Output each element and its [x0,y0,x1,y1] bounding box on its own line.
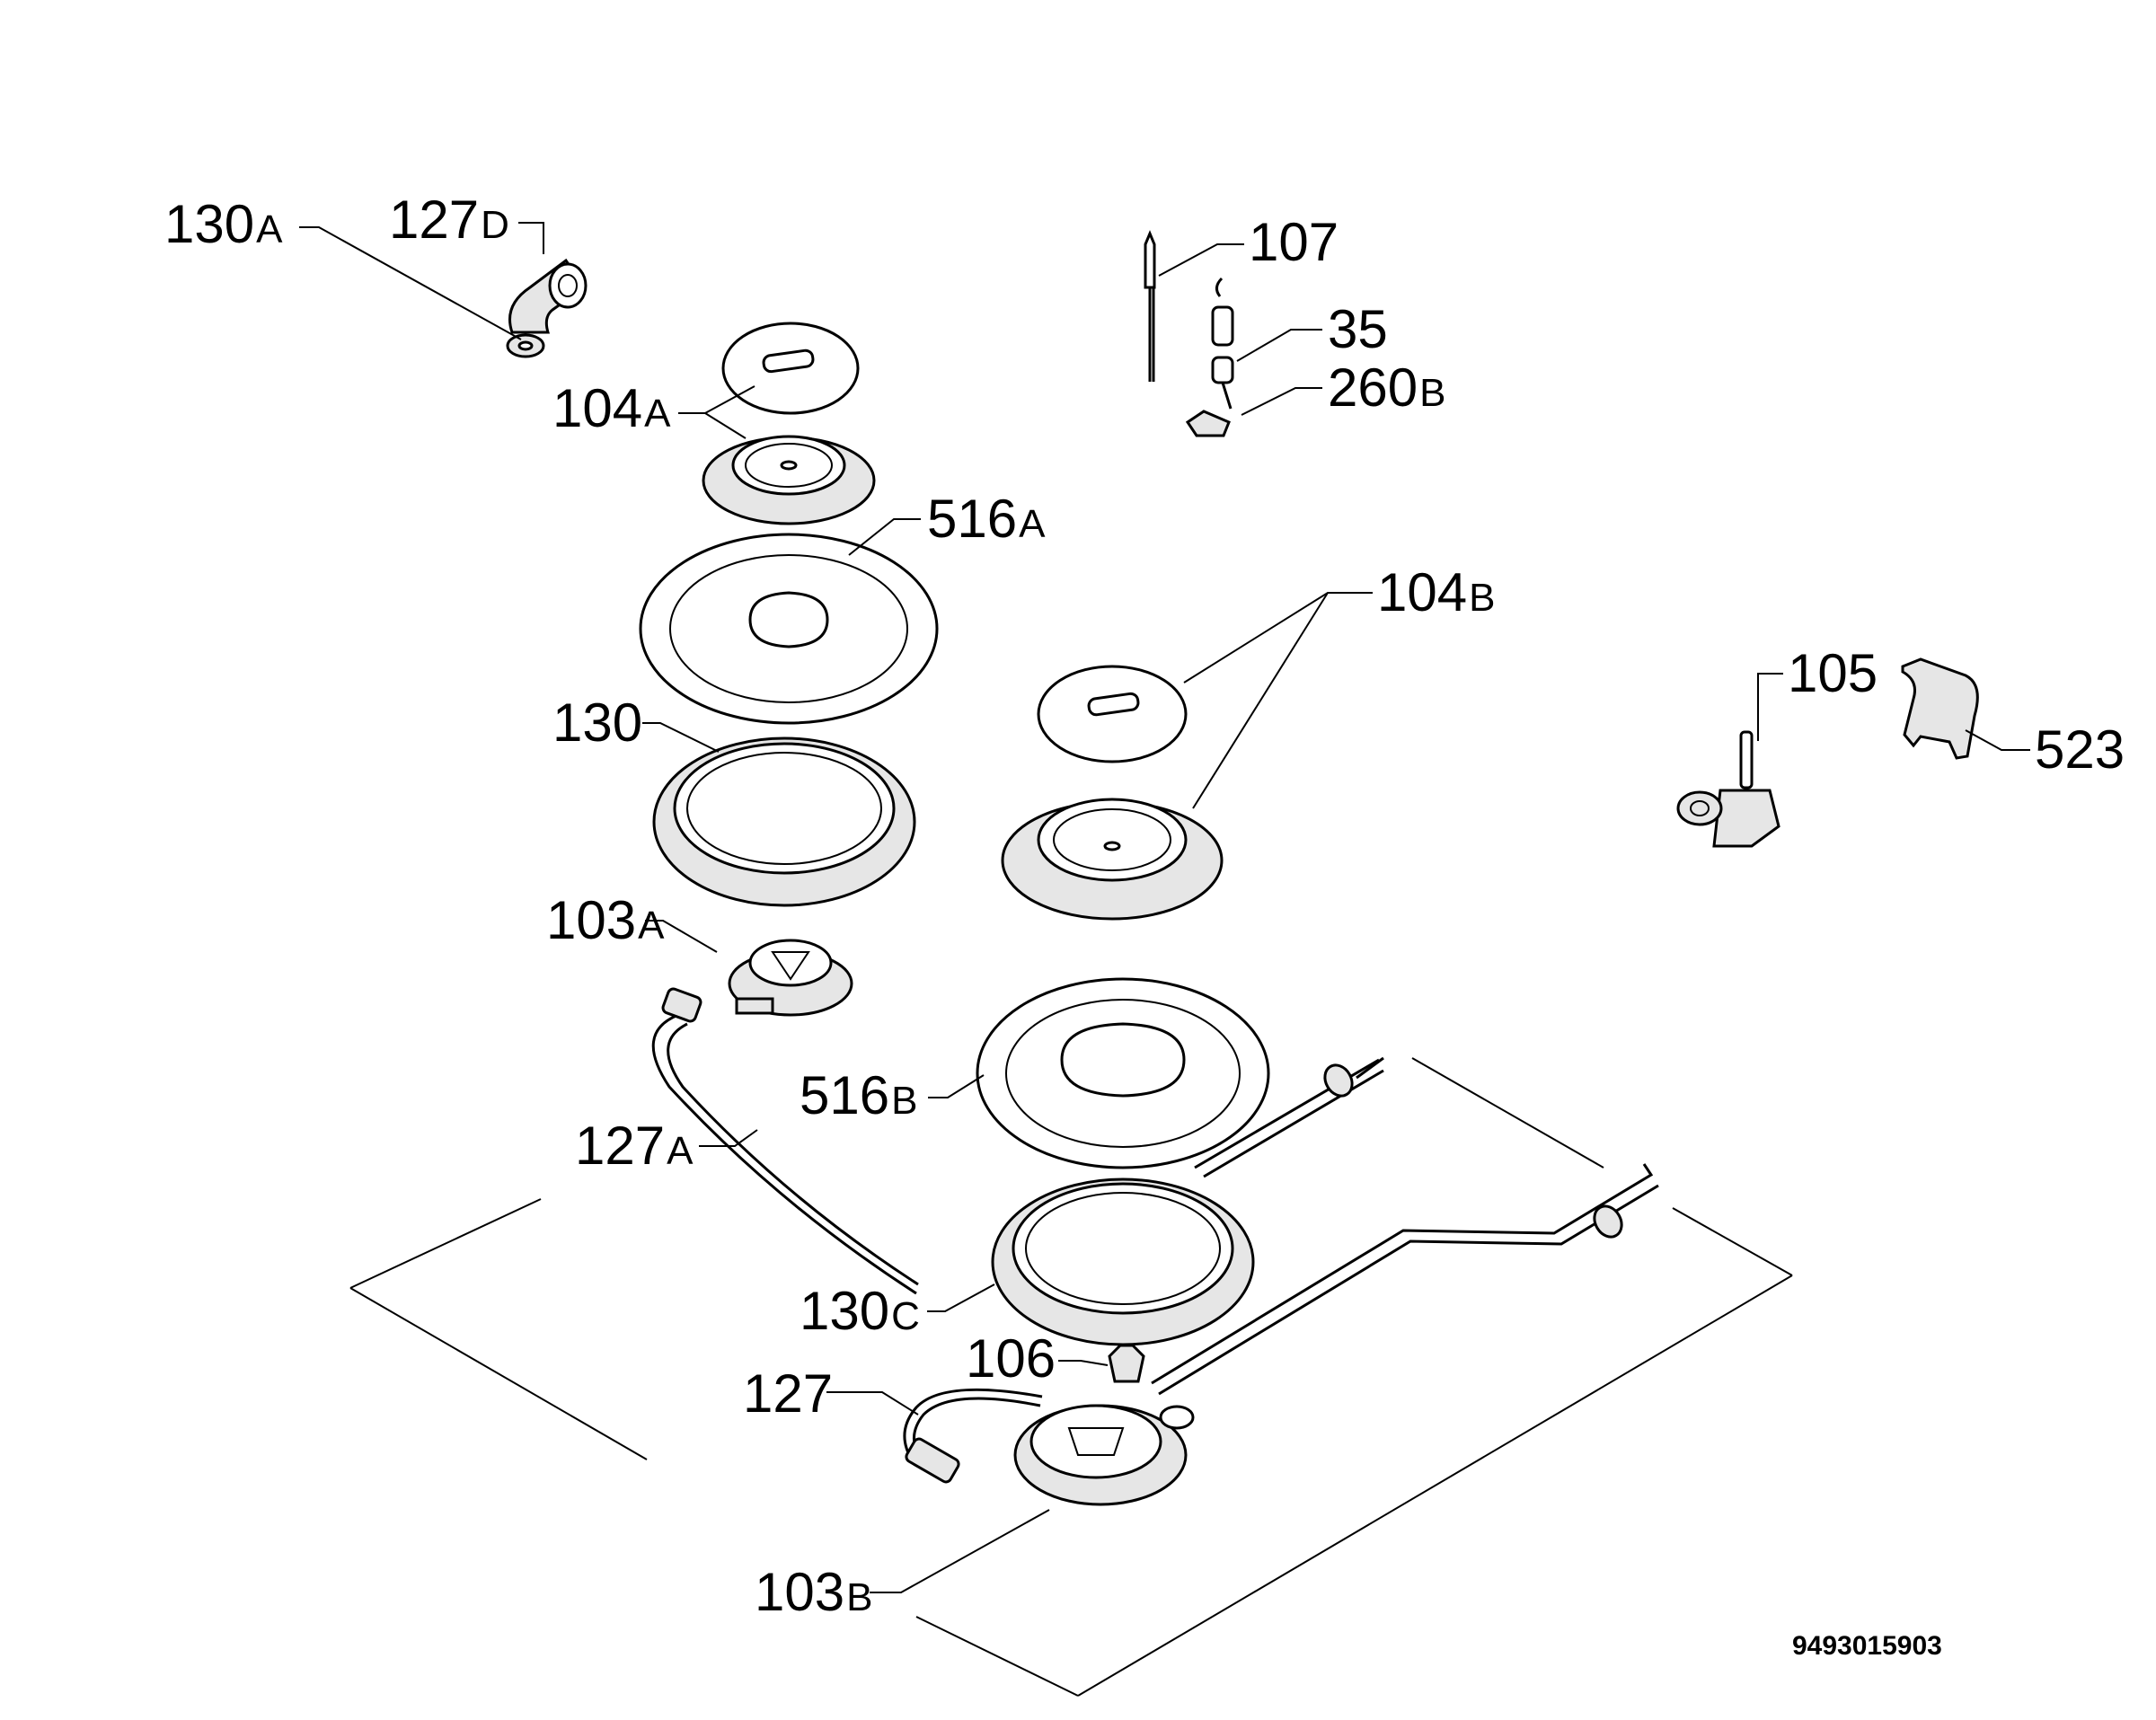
part-523-bracket [1901,657,1979,760]
callout-104b: 104B [1377,562,1495,622]
part-104a-burner-cap [721,322,860,415]
part-516b-burner-cover [976,977,1270,1169]
label-number: 127 [575,1116,665,1176]
label-suffix: B [846,1575,872,1619]
part-104b-burner-cap [1037,665,1188,763]
label-number: 103 [755,1562,844,1622]
svg-text:130: 130 [552,692,642,753]
label-number: 516 [800,1065,889,1125]
part-103b-burner-base [1013,1404,1195,1506]
callout-127d: 127D [389,190,509,250]
svg-text:35: 35 [1328,299,1388,359]
callout-104a: 104A [552,378,671,438]
part-105-gas-tap [1676,730,1780,848]
label-number: 130 [552,692,642,753]
svg-text:104A: 104A [552,378,671,438]
base-plate-outline [349,1057,1793,1697]
svg-text:103B: 103B [755,1562,872,1622]
label-number: 103 [546,890,636,950]
label-number: 107 [1249,212,1339,272]
callout-130: 130 [552,692,642,753]
label-suffix: D [481,203,509,247]
drawing-code: 9493015903 [1792,1631,1942,1661]
svg-text:104B: 104B [1377,562,1495,622]
part-104a-burner-head [702,435,876,525]
part-130c-ring [991,1178,1255,1346]
label-number: 105 [1788,643,1878,703]
callout-127: 127 [743,1363,833,1424]
label-number: 523 [2035,719,2125,780]
svg-text:107: 107 [1249,212,1339,272]
svg-text:130C: 130C [800,1281,920,1341]
label-number: 106 [966,1328,1056,1389]
callout-105: 105 [1788,643,1878,703]
callout-107: 107 [1249,212,1339,272]
label-suffix: A [667,1129,694,1173]
part-106-injector [1108,1344,1145,1383]
label-suffix: B [1419,371,1445,415]
part-107-thermocouple [1144,230,1156,382]
callout-516a: 516A [927,489,1046,549]
part-103a-burner-base [728,939,853,1017]
callout-35: 35 [1328,299,1388,359]
callout-127a: 127A [575,1116,694,1176]
callout-523: 523 [2035,719,2125,780]
svg-text:127: 127 [743,1363,833,1424]
svg-text:260B: 260B [1328,357,1445,418]
svg-text:516B: 516B [800,1065,917,1125]
label-number: 104 [1377,562,1467,622]
label-suffix: A [644,392,671,436]
callout-106: 106 [966,1328,1056,1389]
svg-text:516A: 516A [927,489,1046,549]
label-suffix: B [1469,576,1495,620]
label-number: 516 [927,489,1017,549]
callout-260b: 260B [1328,357,1445,418]
label-suffix: A [638,904,665,948]
svg-text:523: 523 [2035,719,2125,780]
gas-tube-lower [1151,1163,1659,1396]
svg-text:127D: 127D [389,190,509,250]
label-number: 260 [1328,357,1418,418]
label-suffix: A [1019,502,1046,546]
leader-lines [299,222,2030,1593]
label-number: 127 [389,190,479,250]
part-104b-burner-head [1001,798,1224,921]
part-35-ignition-electrode [1211,277,1234,410]
part-260b-clip [1185,410,1231,437]
label-suffix: B [891,1079,917,1123]
callout-103b: 103B [755,1562,872,1622]
gas-tube-upper [1194,1056,1384,1178]
svg-text:130A: 130A [164,194,283,254]
part-127d-elbow-fitting [508,258,588,334]
part-130a-washer [506,333,545,358]
callout-130a: 130A [164,194,283,254]
label-number: 127 [743,1363,833,1424]
svg-text:105: 105 [1788,643,1878,703]
svg-text:127A: 127A [575,1116,694,1176]
label-number: 130 [800,1281,889,1341]
part-130-ring [652,737,916,907]
callout-516b: 516B [800,1065,917,1125]
part-127a-gas-pipe [651,987,919,1295]
label-number: 104 [552,378,642,438]
svg-text:106: 106 [966,1328,1056,1389]
part-516a-burner-cover [639,533,939,725]
svg-text:103A: 103A [546,890,665,950]
part-127-gas-pipe [903,1388,1043,1484]
label-number: 35 [1328,299,1388,359]
callout-130c: 130C [800,1281,920,1341]
label-suffix: A [256,207,283,251]
callout-103a: 103A [546,890,665,950]
label-suffix: C [891,1294,920,1338]
label-number: 130 [164,194,254,254]
